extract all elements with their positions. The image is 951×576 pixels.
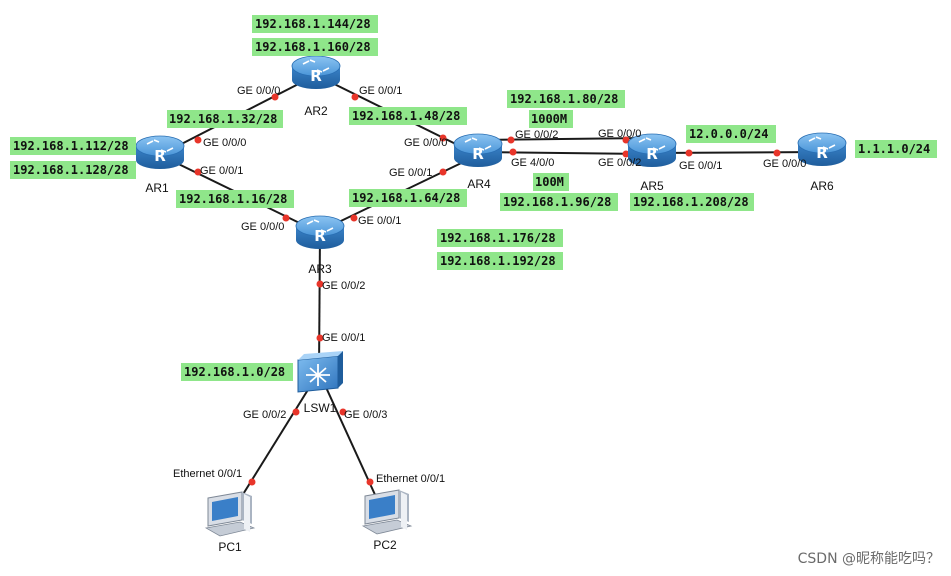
device-label-ar2: AR2 bbox=[304, 104, 328, 118]
port-dot bbox=[351, 93, 359, 101]
subnet-label: 12.0.0.0/24 bbox=[689, 127, 768, 141]
port-label: GE 0/0/0 bbox=[763, 158, 806, 170]
port-label: GE 0/0/2 bbox=[322, 280, 365, 292]
subnet-label: 1.1.1.0/24 bbox=[858, 142, 930, 156]
port-dot bbox=[194, 168, 202, 176]
port-dot bbox=[194, 136, 202, 144]
link-ar3-lsw1 bbox=[318, 231, 321, 373]
pc-icon-pc1[interactable] bbox=[205, 491, 255, 537]
port-dot bbox=[350, 214, 358, 222]
subnet-label: 192.168.1.80/28 bbox=[510, 92, 618, 106]
port-dot bbox=[339, 408, 347, 416]
switch-icon-lsw1[interactable] bbox=[297, 351, 343, 393]
port-label: GE 0/0/0 bbox=[404, 137, 447, 149]
port-label: Ethernet 0/0/1 bbox=[376, 473, 445, 485]
port-label: GE 0/0/0 bbox=[237, 85, 280, 97]
pc-icon-pc2[interactable] bbox=[362, 489, 412, 535]
port-label: GE 0/0/2 bbox=[515, 129, 558, 141]
port-label: GE 0/0/3 bbox=[344, 409, 387, 421]
device-label-ar3: AR3 bbox=[308, 262, 332, 276]
port-label: GE 0/0/1 bbox=[359, 85, 402, 97]
port-label: GE 0/0/2 bbox=[598, 157, 641, 169]
speed-label: 100M bbox=[535, 175, 564, 189]
port-dot bbox=[439, 168, 447, 176]
port-dot bbox=[316, 280, 324, 288]
subnet-label: 192.168.1.16/28 bbox=[179, 192, 287, 206]
subnet-label: 192.168.1.32/28 bbox=[169, 112, 277, 126]
port-dot bbox=[366, 478, 374, 486]
router-icon-ar3[interactable] bbox=[295, 215, 345, 250]
port-label: GE 0/0/1 bbox=[389, 167, 432, 179]
link-lsw1-pc2 bbox=[318, 371, 383, 511]
router-icon-ar1[interactable] bbox=[135, 135, 185, 170]
device-label-ar5: AR5 bbox=[640, 179, 664, 193]
device-label-lsw1: LSW1 bbox=[304, 401, 337, 415]
subnet-label: 192.168.1.128/28 bbox=[13, 163, 129, 177]
subnet-label: 192.168.1.192/28 bbox=[440, 254, 556, 268]
port-label: GE 0/0/1 bbox=[322, 332, 365, 344]
link-lsw1-pc1 bbox=[231, 371, 320, 513]
device-label-ar1: AR1 bbox=[145, 181, 169, 195]
port-dot bbox=[622, 136, 630, 144]
port-dot bbox=[773, 149, 781, 157]
port-dot bbox=[271, 93, 279, 101]
subnet-label: 192.168.1.160/28 bbox=[255, 40, 371, 54]
port-label: GE 4/0/0 bbox=[511, 157, 554, 169]
subnet-label: 192.168.1.64/28 bbox=[352, 191, 460, 205]
subnet-label: 192.168.1.176/28 bbox=[440, 231, 556, 245]
subnet-label: 192.168.1.48/28 bbox=[352, 109, 460, 123]
subnet-label: 192.168.1.208/28 bbox=[633, 195, 749, 209]
port-dot bbox=[622, 150, 630, 158]
router-icon-ar2[interactable] bbox=[291, 55, 341, 90]
port-dot bbox=[439, 134, 447, 142]
port-dots bbox=[194, 93, 781, 486]
port-dot bbox=[685, 149, 693, 157]
port-label: GE 0/0/1 bbox=[679, 160, 722, 172]
port-label: GE 0/0/0 bbox=[241, 221, 284, 233]
port-dot bbox=[292, 408, 300, 416]
port-label: GE 0/0/2 bbox=[243, 409, 286, 421]
port-dot bbox=[248, 478, 256, 486]
device-label-pc2: PC2 bbox=[373, 538, 397, 552]
subnet-label: 192.168.1.144/28 bbox=[255, 17, 371, 31]
device-label-ar4: AR4 bbox=[467, 177, 491, 191]
subnet-label: 192.168.1.112/28 bbox=[13, 139, 129, 153]
device-label-pc1: PC1 bbox=[218, 540, 242, 554]
port-label: GE 0/0/0 bbox=[203, 137, 246, 149]
port-label: GE 0/0/1 bbox=[358, 215, 401, 227]
port-label: Ethernet 0/0/1 bbox=[173, 468, 242, 480]
router-icon-ar4[interactable] bbox=[453, 133, 503, 168]
port-label: GE 0/0/0 bbox=[598, 128, 641, 140]
port-dot bbox=[316, 334, 324, 342]
device-label-ar6: AR6 bbox=[810, 179, 834, 193]
watermark-text: CSDN @昵称能吃吗？ bbox=[798, 551, 940, 567]
subnet-label: 192.168.1.96/28 bbox=[503, 195, 611, 209]
port-dot bbox=[507, 136, 515, 144]
port-label: GE 0/0/1 bbox=[200, 165, 243, 177]
links bbox=[159, 74, 823, 513]
speed-label: 1000M bbox=[531, 112, 567, 126]
subnet-labels: 192.168.1.144/28 192.168.1.160/28 192.16… bbox=[10, 15, 937, 381]
link-ar5-ar6 bbox=[651, 151, 823, 154]
subnet-label: 192.168.1.0/28 bbox=[184, 365, 285, 379]
port-dot bbox=[282, 214, 290, 222]
port-dot bbox=[509, 148, 517, 156]
